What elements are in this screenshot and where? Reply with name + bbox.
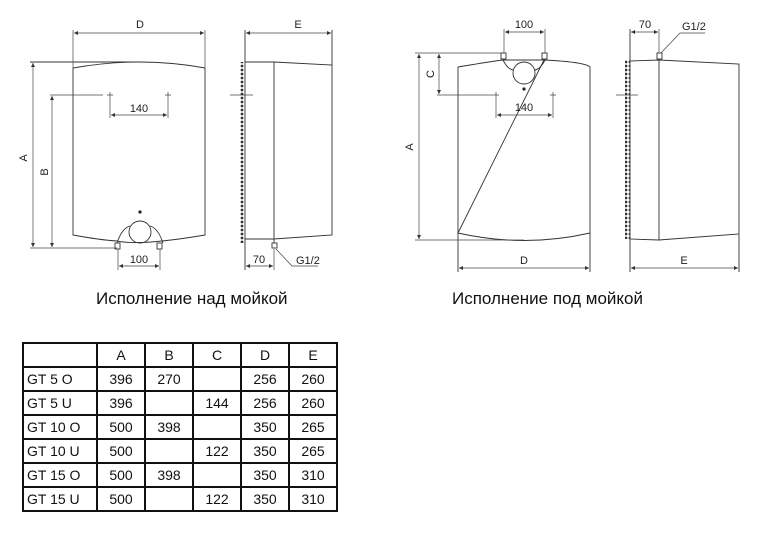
heater-body-outline	[72, 61, 206, 244]
connector	[271, 242, 278, 249]
inlet-connector	[500, 52, 507, 60]
dimension-cell: 500	[96, 438, 146, 464]
outlet-connector	[156, 242, 163, 250]
over-sink-caption: Исполнение над мойкой	[96, 289, 288, 308]
dimension-cell: 500	[96, 462, 146, 488]
dimension-cell: 398	[144, 414, 194, 440]
dim-label-b: B	[39, 168, 51, 175]
dimension-cell: 396	[96, 390, 146, 416]
dim-label-100: 100	[130, 254, 148, 266]
table-header-row: A B C D E	[22, 342, 338, 368]
dim-label-70: 70	[639, 19, 651, 31]
header-cell: D	[240, 342, 290, 368]
dim-label-c: C	[425, 70, 437, 78]
dim-label-140: 140	[130, 103, 148, 115]
dim-label-140: 140	[515, 102, 533, 114]
thermostat-knob	[128, 220, 152, 244]
dimension-cell: 256	[240, 366, 290, 392]
dimension-cell: 398	[144, 462, 194, 488]
dim-label-e: E	[294, 19, 301, 31]
model-name-cell: GT 15 U	[22, 486, 98, 512]
connector	[656, 52, 663, 60]
dimension-cell: 310	[288, 462, 338, 488]
dimension-cell: 260	[288, 366, 338, 392]
dimension-cell: 144	[192, 390, 242, 416]
dimension-cell: 310	[288, 486, 338, 512]
header-cell: A	[96, 342, 146, 368]
dimension-cell	[192, 366, 242, 392]
model-name-cell: GT 15 O	[22, 462, 98, 488]
header-cell: C	[192, 342, 242, 368]
dim-label-a: A	[18, 154, 30, 162]
dim-label-d: D	[520, 255, 528, 267]
dimension-cell: 350	[240, 486, 290, 512]
dim-label-d: D	[136, 19, 144, 31]
thread-label: G1/2	[296, 255, 320, 267]
dimension-cell: 396	[96, 366, 146, 392]
dimension-cell: 265	[288, 438, 338, 464]
dimension-cell: 350	[240, 462, 290, 488]
dimension-cell	[192, 462, 242, 488]
over-sink-side-view: E 70 G1/2	[230, 19, 333, 270]
outlet-connector	[541, 52, 548, 60]
thermostat-knob	[512, 61, 536, 85]
header-cell: B	[144, 342, 194, 368]
dimension-cell: 256	[240, 390, 290, 416]
under-sink-caption: Исполнение под мойкой	[452, 289, 643, 308]
dimension-cell: 122	[192, 438, 242, 464]
wall-hatching	[240, 62, 245, 243]
model-name-cell: GT 5 U	[22, 390, 98, 416]
dimension-drawings: A B 140 D 100 E 70 G1/2	[18, 19, 740, 272]
header-cell: E	[288, 342, 338, 368]
model-name-cell: GT 10 O	[22, 414, 98, 440]
header-cell	[22, 342, 98, 368]
dimension-cell: 350	[240, 438, 290, 464]
dim-label-a: A	[404, 143, 416, 151]
dimension-cell: 350	[240, 414, 290, 440]
wall-hatching	[625, 60, 630, 239]
under-sink-front-view: A C 140 100 D	[404, 19, 591, 272]
dimension-cell: 500	[96, 486, 146, 512]
dimension-cell	[144, 438, 194, 464]
dimension-cell: 270	[144, 366, 194, 392]
model-name-cell: GT 5 O	[22, 366, 98, 392]
dimension-cell	[144, 390, 194, 416]
thread-label: G1/2	[682, 21, 706, 33]
dimension-cell: 260	[288, 390, 338, 416]
dimension-cell: 265	[288, 414, 338, 440]
dimension-cell	[144, 486, 194, 512]
model-name-cell: GT 10 U	[22, 438, 98, 464]
dimension-cell: 122	[192, 486, 242, 512]
dim-label-70: 70	[253, 254, 265, 266]
dim-label-100: 100	[515, 19, 533, 31]
dim-label-e: E	[680, 255, 687, 267]
dimension-cell	[192, 414, 242, 440]
inlet-connector	[114, 242, 121, 250]
over-sink-front-view: A B 140 D 100	[18, 19, 206, 270]
indicator-dot	[522, 87, 526, 91]
dimension-cell: 500	[96, 414, 146, 440]
under-sink-side-view: 70 G1/2 E	[616, 19, 740, 272]
indicator-dot	[138, 210, 142, 214]
